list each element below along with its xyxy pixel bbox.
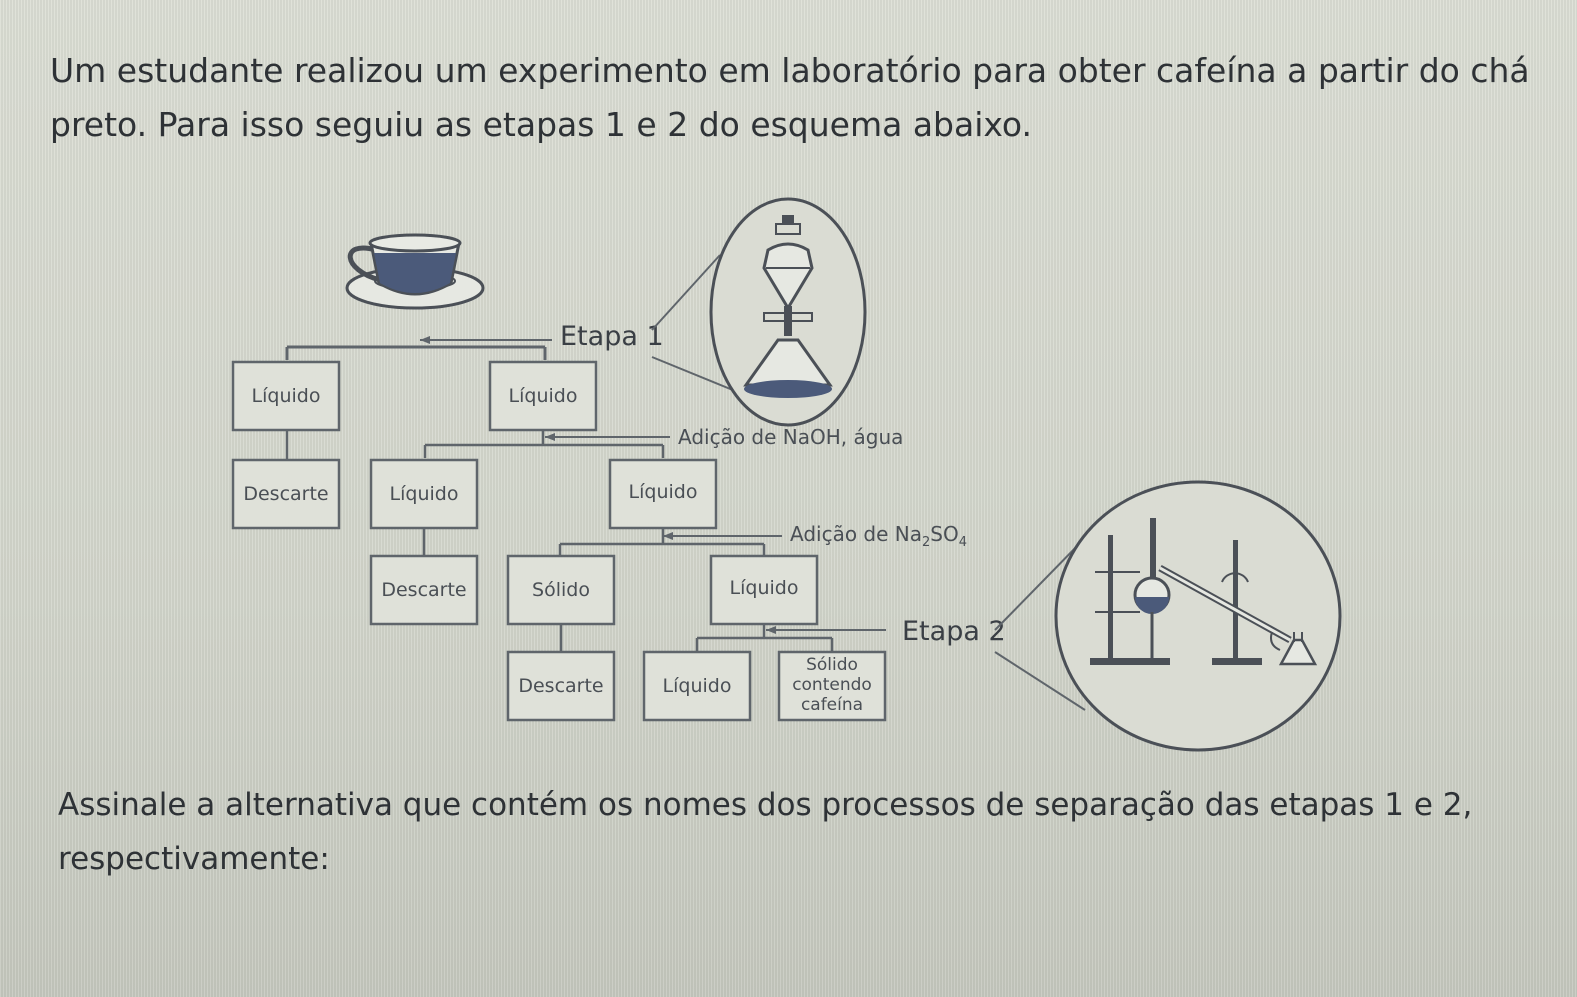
na2so4-sub1: 2: [922, 535, 930, 550]
box-r2-liquido-a: Líquido: [369, 458, 479, 530]
box-r1-right: Líquido: [488, 360, 598, 432]
distillation-apparatus-icon: [994, 480, 1342, 752]
connector-r2-r3: [422, 528, 782, 556]
box-r4-liquido: Líquido: [642, 650, 752, 722]
step1-connector: [285, 336, 552, 360]
na2so4-sub2: 4: [959, 535, 967, 550]
box-r2-descarte: Descarte: [231, 458, 341, 530]
box-r2-descarte-label: Descarte: [243, 483, 328, 505]
box-r4-solido-line3: cafeína: [801, 695, 863, 715]
box-r3-solido: Sólido: [506, 554, 616, 626]
step2-connector: [559, 624, 886, 652]
teacup-icon: [345, 233, 485, 310]
naoh-addition-label: Adição de NaOH, água: [678, 425, 903, 449]
box-r3-solido-label: Sólido: [532, 579, 590, 601]
box-r3-liquido-label: Líquido: [730, 577, 799, 599]
separatory-funnel-icon: [651, 197, 867, 427]
box-r4-descarte: Descarte: [506, 650, 616, 722]
step2-label: Etapa 2: [902, 616, 1006, 647]
box-r4-solido-line1: Sólido: [806, 655, 858, 675]
box-r1-left: Líquido: [231, 360, 341, 432]
box-r4-liquido-label: Líquido: [663, 675, 732, 697]
box-r1-right-label: Líquido: [509, 385, 578, 407]
step1-label: Etapa 1: [560, 321, 664, 352]
na2so4-prefix: Adição de Na: [790, 522, 922, 546]
box-r3-descarte-label: Descarte: [381, 579, 466, 601]
box-r3-liquido: Líquido: [709, 554, 819, 626]
connector-r1-r2: [285, 430, 670, 460]
question-intro: Um estudante realizou um experimento em …: [50, 51, 1530, 144]
na2so4-addition-label: Adição de Na2SO4: [790, 522, 967, 550]
na2so4-mid: SO: [930, 522, 958, 546]
box-r4-solido-cafeina: Sólido contendo cafeína: [777, 650, 887, 722]
box-r4-descarte-label: Descarte: [518, 675, 603, 697]
question-prompt: Assinale a alternativa que contém os nom…: [58, 787, 1473, 877]
box-r2-liquido-b: Líquido: [608, 458, 718, 530]
box-r3-descarte: Descarte: [369, 554, 479, 626]
box-r4-solido-line2: contendo: [792, 675, 872, 695]
box-r2-liquido-a-label: Líquido: [390, 483, 459, 505]
box-r2-liquido-b-label: Líquido: [629, 481, 698, 503]
box-r1-left-label: Líquido: [252, 385, 321, 407]
